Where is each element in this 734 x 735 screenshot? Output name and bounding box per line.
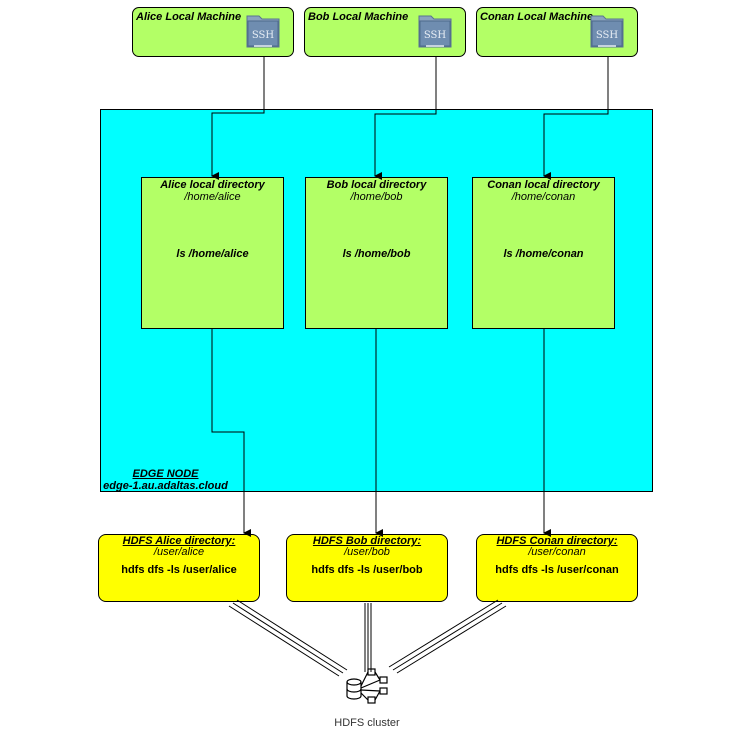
hdfs-dir-path: /user/alice xyxy=(153,546,205,558)
alice-local-directory: Alice local directory /home/alice ls /ho… xyxy=(141,177,284,329)
local-dir-title: Alice local directory xyxy=(160,179,265,191)
bob-machine: Bob Local Machine SSH xyxy=(304,7,466,57)
svg-text:SSH: SSH xyxy=(596,30,619,41)
edge-node-host: edge-1.au.adaltas.cloud xyxy=(103,480,228,492)
edge-node-name: EDGE NODE xyxy=(132,468,199,480)
svg-text:SSH: SSH xyxy=(424,30,447,41)
local-dir-title: Bob local directory xyxy=(326,179,427,191)
ssh-folder-icon: SSH xyxy=(590,12,624,53)
hdfs-dir-title: HDFS Alice directory: xyxy=(122,535,236,547)
hdfs-alice-directory: HDFS Alice directory: /user/alice hdfs d… xyxy=(98,534,260,602)
edge-node-label: EDGE NODE edge-1.au.adaltas.cloud xyxy=(103,468,228,492)
hdfs-dir-path: /user/bob xyxy=(344,546,390,558)
alice-machine: Alice Local Machine SSH xyxy=(132,7,294,57)
hdfs-cluster-label: HDFS cluster xyxy=(334,717,400,729)
alice-cluster-link xyxy=(228,599,348,677)
bob-local-directory: Bob local directory /home/bob ls /home/b… xyxy=(305,177,448,329)
svg-text:SSH: SSH xyxy=(252,30,275,41)
local-dir-title: Conan local directory xyxy=(487,179,600,191)
bob-cluster-link xyxy=(364,603,372,672)
hdfs-dir-title: HDFS Conan directory: xyxy=(496,535,618,547)
machine-title: Alice Local Machine xyxy=(136,11,242,23)
machine-title: Conan Local Machine xyxy=(480,11,594,23)
alice-ssh-arrow xyxy=(211,57,265,180)
machine-title: Bob Local Machine xyxy=(308,11,409,23)
ssh-folder-icon: SSH xyxy=(246,12,280,53)
local-dir-path: /home/bob xyxy=(350,191,403,203)
bob-ssh-arrow xyxy=(374,57,437,180)
local-dir-command: ls /home/conan xyxy=(503,248,584,260)
ssh-folder-icon: SSH xyxy=(418,12,452,53)
conan-ssh-arrow xyxy=(543,57,609,180)
hdfs-dir-command: hdfs dfs -ls /user/bob xyxy=(311,564,423,576)
alice-hdfs-arrow xyxy=(211,329,251,537)
hdfs-dir-title: HDFS Bob directory: xyxy=(312,535,422,547)
hdfs-dir-command: hdfs dfs -ls /user/alice xyxy=(121,564,237,576)
local-dir-path: /home/conan xyxy=(511,191,576,203)
hdfs-conan-directory: HDFS Conan directory: /user/conan hdfs d… xyxy=(476,534,638,602)
conan-cluster-link xyxy=(388,599,507,674)
hdfs-dir-path: /user/conan xyxy=(528,546,586,558)
local-dir-command: ls /home/alice xyxy=(176,248,249,260)
local-dir-command: ls /home/bob xyxy=(342,248,411,260)
conan-machine: Conan Local Machine SSH xyxy=(476,7,638,57)
hdfs-cluster-icon xyxy=(346,668,388,704)
hdfs-dir-command: hdfs dfs -ls /user/conan xyxy=(495,564,619,576)
local-dir-path: /home/alice xyxy=(184,191,241,203)
conan-local-directory: Conan local directory /home/conan ls /ho… xyxy=(472,177,615,329)
hdfs-bob-directory: HDFS Bob directory: /user/bob hdfs dfs -… xyxy=(286,534,448,602)
